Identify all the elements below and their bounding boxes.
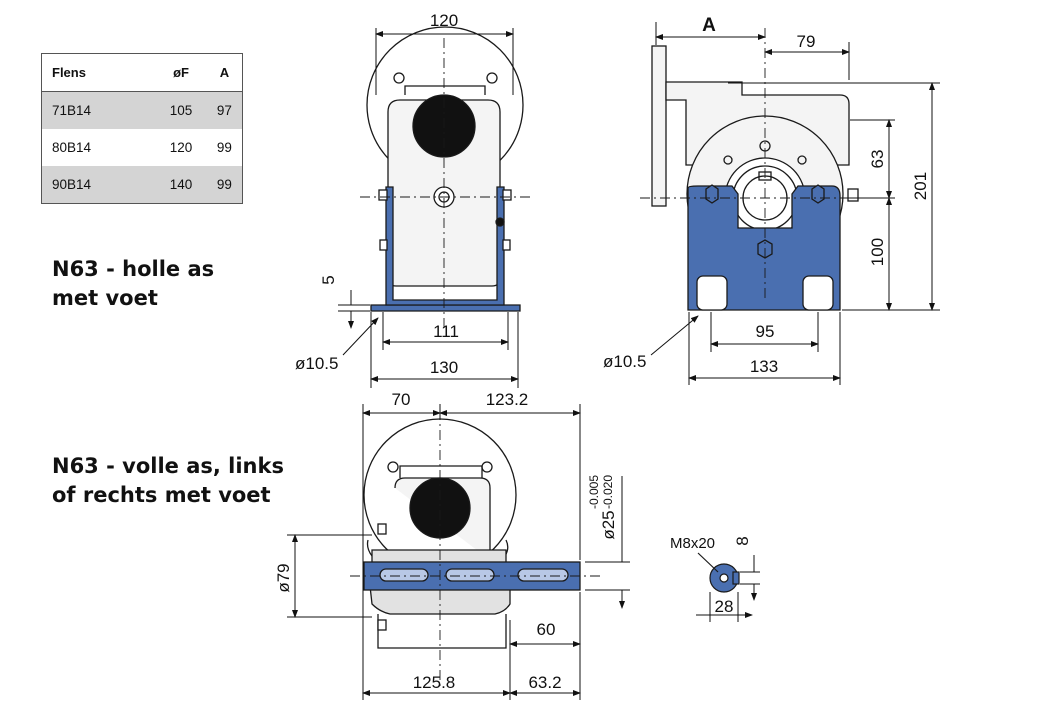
table-row: 90B14 140 99 — [41, 166, 243, 204]
dim-label: A — [702, 15, 716, 36]
table-cell: 140 — [155, 166, 207, 204]
extension-line — [375, 28, 514, 95]
bolt — [377, 619, 387, 631]
table-cell: 97 — [206, 91, 243, 129]
foot-slot — [696, 275, 728, 311]
side-view-hollow — [640, 28, 870, 311]
dim-label: 28 — [715, 597, 734, 616]
heading-line: N63 - volle as, links — [52, 454, 284, 478]
table-cell: 99 — [206, 166, 243, 204]
housing-base — [377, 614, 507, 649]
extension-line — [740, 571, 760, 585]
bolt-hole — [393, 72, 405, 84]
dim-label: ø79 — [274, 563, 293, 592]
hollow-shaft-heading: N63 - holle as met voet — [52, 255, 214, 313]
dim-label: 63 — [868, 150, 887, 169]
dim-label: 63.2 — [528, 673, 561, 692]
front-view-hollow-dims — [338, 28, 519, 388]
table-cell: 71B14 — [41, 91, 156, 129]
table-header-row: Flens øF A — [41, 53, 243, 92]
tolerance-upper: -0.005 — [587, 475, 601, 509]
table-cell: 105 — [155, 91, 207, 129]
front-view-solid-dims — [287, 404, 630, 700]
table-cell: 120 — [169, 140, 193, 155]
shaft-end-dims — [696, 555, 760, 622]
extension-line — [655, 22, 850, 80]
dim-label: 100 — [868, 238, 887, 266]
dim-label: 8 — [733, 536, 752, 545]
thread-hole — [719, 573, 729, 583]
housing-top — [399, 465, 483, 478]
flange-plate — [651, 45, 667, 207]
dim-label: 123.2 — [486, 390, 529, 409]
table-cell: 90B14 — [41, 166, 156, 204]
side-view-hollow-dims — [650, 22, 940, 385]
extension-line — [728, 82, 940, 311]
extension-line — [338, 304, 370, 312]
dim-label: M8x20 — [670, 535, 715, 552]
heading-line: N63 - holle as — [52, 257, 215, 281]
plug — [495, 217, 505, 227]
front-view-solid — [350, 410, 600, 690]
leader-line — [342, 317, 379, 356]
table-row: 71B14 105 97 — [41, 91, 243, 129]
heading-line: met voet — [52, 286, 158, 310]
dim-label: 120 — [430, 11, 458, 30]
dim-label: 133 — [750, 357, 778, 376]
column-header: øF — [155, 53, 207, 92]
dim-label: 79 — [797, 32, 816, 51]
keyway — [445, 568, 495, 582]
dim-label: ø25 — [599, 510, 618, 539]
leader-line — [697, 552, 719, 573]
heading-line: of rechts met voet — [52, 483, 271, 507]
bore — [409, 477, 471, 539]
foot-bracket — [385, 186, 505, 306]
extension-line — [709, 592, 739, 622]
nut — [811, 184, 825, 204]
bolt — [377, 523, 387, 535]
dim-label: ø10.5 — [603, 352, 646, 371]
bolt — [378, 189, 388, 201]
bolt-hole — [387, 461, 399, 473]
keyway — [379, 568, 429, 582]
solid-shaft-heading: N63 - volle as, links of rechts met voet — [52, 452, 284, 510]
dim-label: 201 — [911, 172, 930, 200]
extension-line — [370, 312, 519, 388]
bolt-hole — [486, 72, 498, 84]
dim-label: 70 — [392, 390, 411, 409]
bolt — [502, 189, 512, 201]
dim-label: ø10.5 — [295, 354, 338, 373]
flange-table: Flens øF A 71B14 105 97 80B14 120 99 90B… — [41, 53, 243, 204]
front-view-hollow — [360, 26, 530, 330]
leader-line — [650, 315, 699, 356]
dim-label: 125.8 — [413, 673, 456, 692]
table-row: 80B14 120 99 — [42, 129, 243, 166]
bolt — [502, 239, 511, 251]
nut — [705, 184, 719, 204]
column-header: Flens — [41, 53, 156, 92]
dim-label: 60 — [537, 620, 556, 639]
extension-line — [287, 534, 372, 618]
dim-label: 5 — [319, 275, 338, 284]
dim-label: 95 — [756, 322, 775, 341]
extension-line — [688, 312, 841, 385]
keyway — [517, 568, 569, 582]
dim-label: 130 — [430, 358, 458, 377]
column-header: A — [206, 53, 243, 92]
tolerance-lower: -0.020 — [601, 475, 615, 509]
bolt — [847, 188, 859, 202]
housing-top — [404, 85, 486, 95]
table-cell: 80B14 — [52, 140, 92, 155]
key — [732, 571, 740, 585]
table-cell: 99 — [216, 140, 232, 155]
dim-label: 111 — [433, 322, 459, 341]
bolt-hole — [723, 155, 733, 165]
shaft-end-detail — [697, 552, 740, 593]
bolt — [379, 239, 388, 251]
foot-slot — [802, 275, 834, 311]
foot-plate — [370, 304, 521, 312]
bolt-hole — [797, 155, 807, 165]
